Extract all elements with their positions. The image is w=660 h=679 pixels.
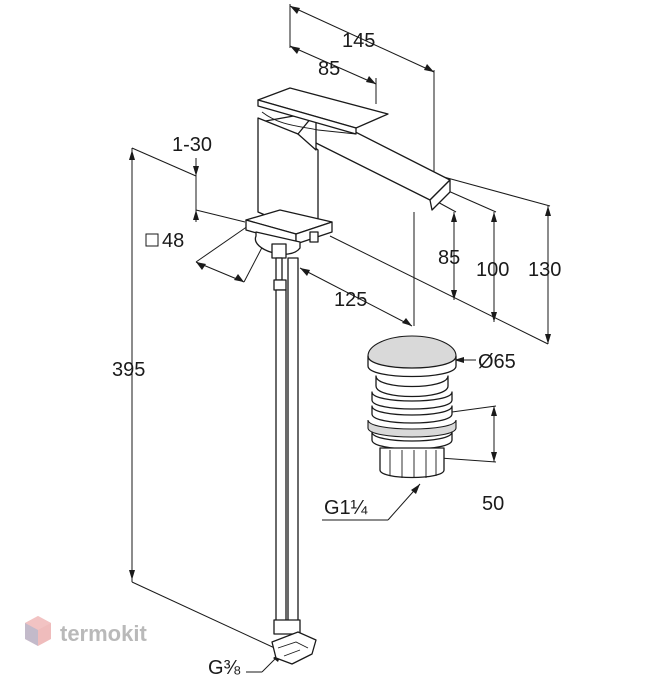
label-hose-length: 395 bbox=[112, 359, 145, 381]
dimension-labels: 145 85 1-30 48 125 85 100 130 395 Ø65 50… bbox=[112, 30, 561, 679]
label-waste-height: 50 bbox=[482, 493, 504, 515]
label-handle-length: 85 bbox=[318, 58, 340, 80]
label-spout-height: 85 bbox=[438, 247, 460, 269]
label-base-square: 48 bbox=[145, 230, 184, 252]
watermark-text: termokit bbox=[60, 621, 147, 646]
label-waste-thread: G1¼ bbox=[324, 497, 368, 519]
watermark: termokit bbox=[25, 616, 147, 646]
label-hose-thread: G⅜ bbox=[208, 657, 241, 679]
label-overall-depth: 145 bbox=[342, 30, 375, 52]
label-waste-diameter: Ø65 bbox=[478, 351, 516, 373]
termokit-cube-icon bbox=[25, 616, 51, 646]
label-spout-top-height: 100 bbox=[476, 259, 509, 281]
square-symbol-icon bbox=[145, 233, 159, 247]
label-base-square-value: 48 bbox=[162, 230, 184, 252]
label-deck-thickness: 1-30 bbox=[172, 134, 212, 156]
dimension-arrowheads bbox=[129, 6, 551, 662]
waste-assembly bbox=[367, 335, 457, 479]
label-spout-reach: 125 bbox=[334, 289, 367, 311]
label-overall-height: 130 bbox=[528, 259, 561, 281]
faucet-body bbox=[245, 87, 451, 665]
